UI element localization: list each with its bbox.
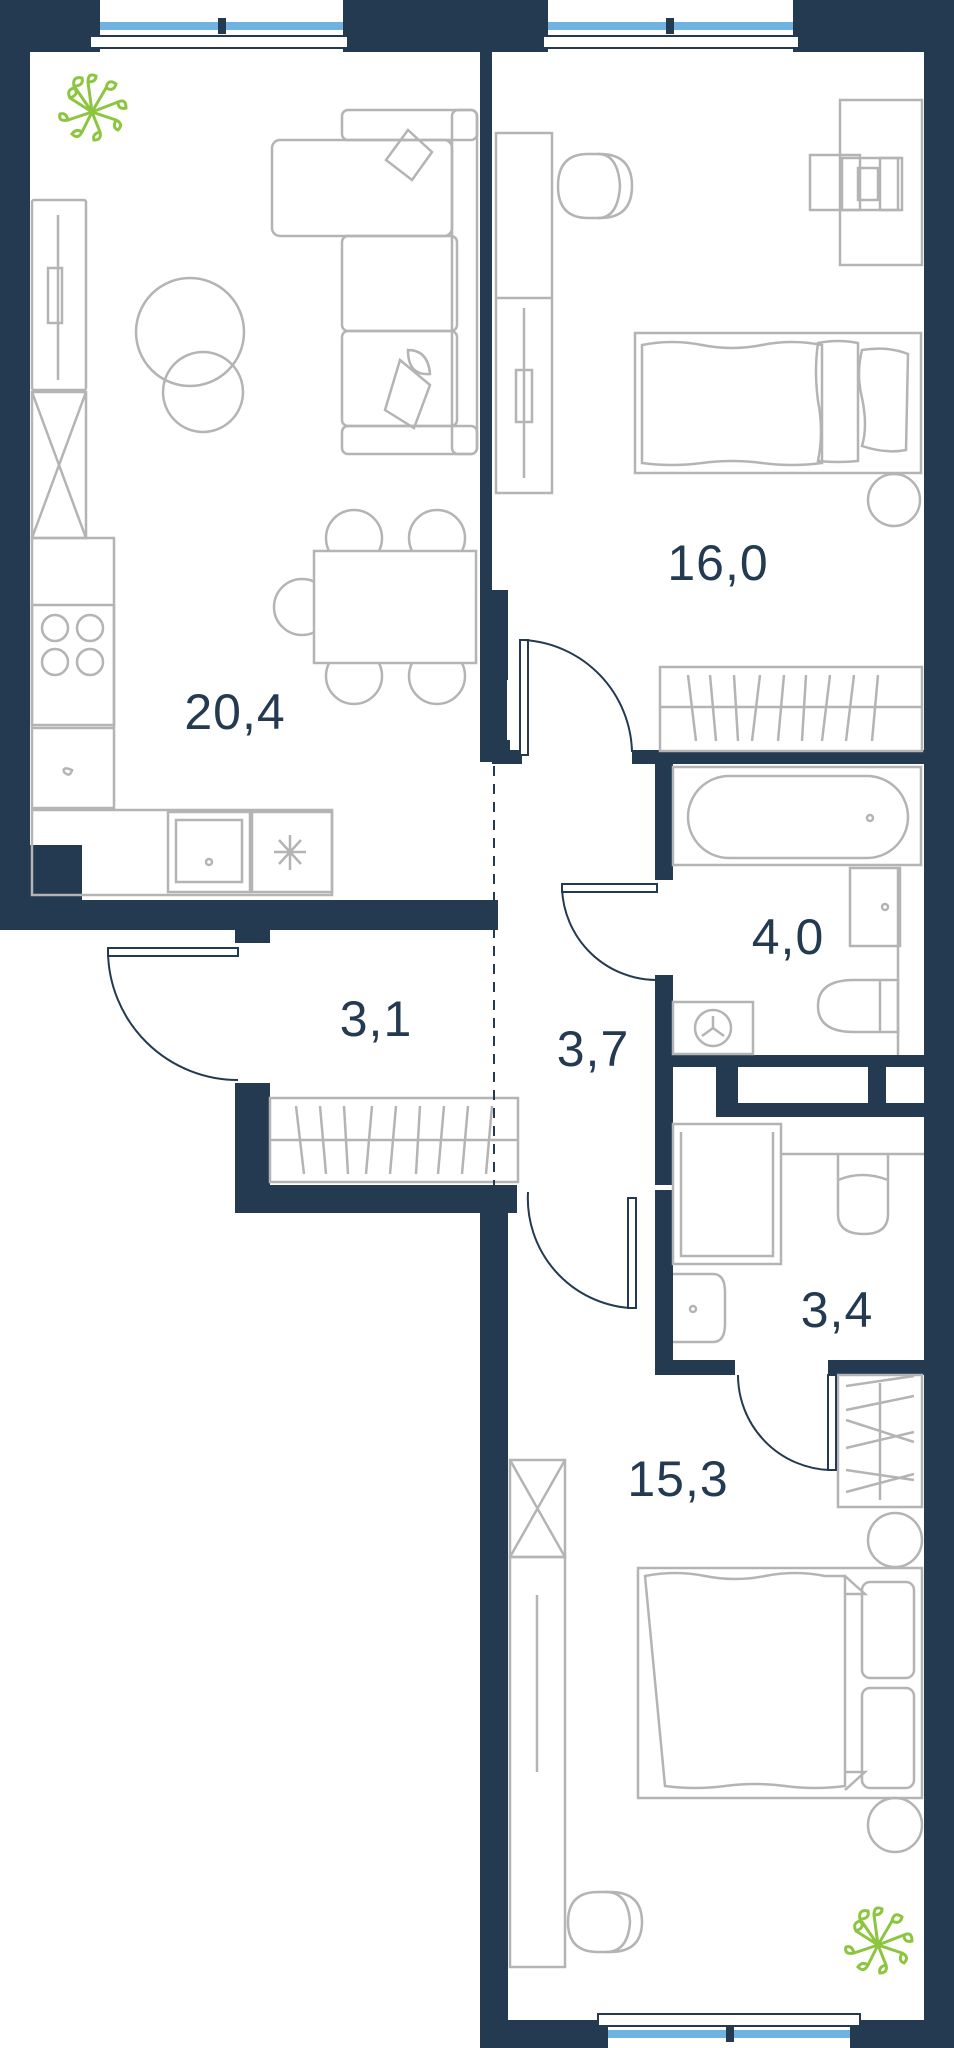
room-area-kitchen-living: 20,4 — [184, 684, 286, 740]
round-table-icon — [134, 276, 246, 434]
room-area-bathroom: 4,0 — [751, 909, 825, 965]
window-icon — [597, 2013, 861, 2048]
toilet-icon — [836, 1154, 890, 1236]
wardrobe-icon — [268, 1096, 520, 1184]
bathtub-icon — [671, 765, 923, 867]
wardrobe-icon — [836, 1373, 924, 1509]
door-icon — [561, 883, 658, 981]
sink-icon — [848, 866, 902, 1055]
wardrobe-icon — [658, 665, 924, 753]
window-icon — [542, 10, 800, 49]
sink-icon — [673, 1272, 727, 1344]
door-icon — [526, 1191, 637, 1309]
doors — [107, 639, 837, 1471]
oven-unit-icon — [30, 390, 88, 540]
furniture — [30, 98, 924, 1969]
nightstand-icon — [866, 1511, 924, 1854]
bed-icon — [636, 1566, 924, 1800]
window-icon — [89, 10, 349, 49]
tall-wardrobe-icon — [508, 1458, 567, 1969]
armchair-icon — [566, 1890, 644, 1954]
desk-icon — [808, 98, 924, 267]
armchair-icon — [556, 152, 634, 220]
fridge-icon — [30, 198, 88, 392]
room-area-bedroom-top: 16,0 — [667, 535, 769, 591]
room-area-wc: 3,4 — [800, 1282, 874, 1338]
room-area-entrance: 3,1 — [339, 991, 413, 1047]
windows — [89, 10, 861, 2048]
room-area-bedroom-bottom: 15,3 — [627, 1451, 729, 1507]
washing-machine-icon — [671, 1000, 755, 1056]
plant-icon — [844, 1906, 914, 1975]
door-icon — [107, 947, 239, 1081]
room-area-corridor: 3,7 — [556, 1021, 630, 1077]
toilet-icon — [816, 978, 900, 1034]
counter-icon — [30, 808, 334, 897]
bed-icon — [633, 331, 923, 528]
stove-icon — [30, 536, 116, 810]
sofa-icon — [270, 108, 479, 456]
door-icon — [737, 1374, 837, 1471]
door-icon — [519, 639, 633, 756]
dining-table-icon — [272, 508, 478, 706]
plant-icon — [58, 73, 128, 142]
shower-icon — [671, 1122, 924, 1266]
wardrobe-icon — [494, 131, 554, 495]
